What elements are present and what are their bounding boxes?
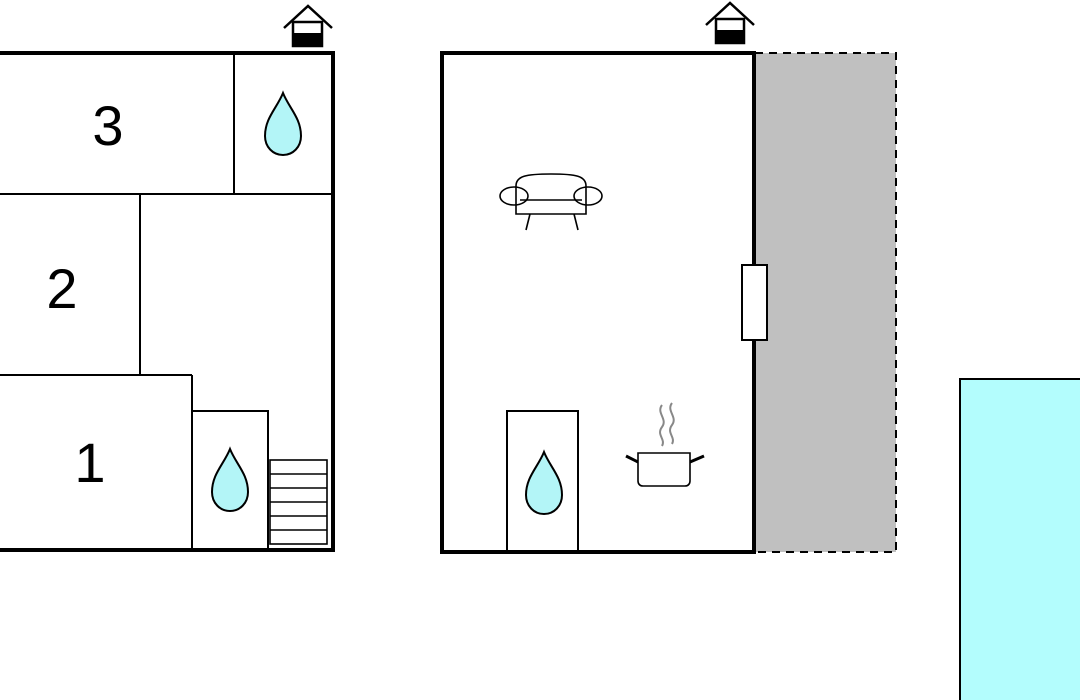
room-number-3: 3: [92, 94, 123, 157]
room-number-2: 2: [46, 257, 77, 320]
cooking-pot-icon: [625, 402, 705, 487]
water-drop-icon: [210, 446, 250, 513]
bathroom-wall: [506, 410, 579, 553]
water-drop-icon: [524, 449, 564, 516]
floor-left-outer-wall: [0, 51, 335, 552]
floor-left-interior-walls: [0, 53, 333, 550]
swimming-pool: [959, 378, 1080, 700]
floor-left: 3 2 1: [0, 4, 335, 552]
floor-right-outer-wall: [440, 51, 756, 554]
floor-right: [440, 1, 897, 554]
room-number-1: 1: [74, 431, 105, 494]
stairs-icon: [269, 459, 328, 545]
terrace: [754, 52, 897, 553]
sofa-icon: [499, 173, 603, 231]
water-drop-icon: [263, 90, 303, 157]
house-entrance-icon: [705, 1, 755, 45]
terrace-door: [741, 264, 768, 341]
house-entrance-icon: [283, 4, 333, 48]
